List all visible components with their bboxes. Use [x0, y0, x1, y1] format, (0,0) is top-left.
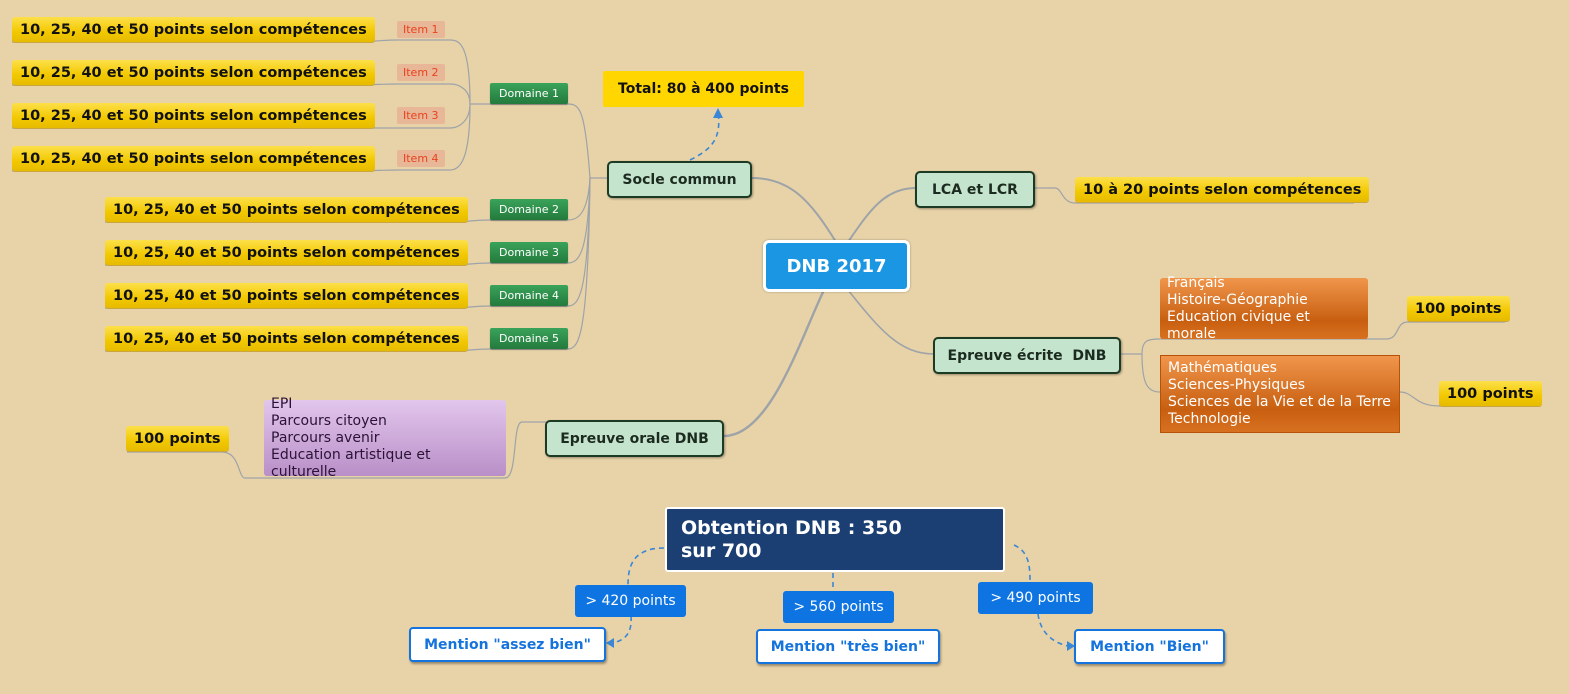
- domaine-5-node[interactable]: Domaine 5: [490, 328, 568, 349]
- item-3-node[interactable]: Item 3: [397, 107, 445, 124]
- domaine-1-node[interactable]: Domaine 1: [490, 83, 568, 104]
- obtention-label: Obtention DNB : 350 sur 700: [681, 516, 902, 562]
- threshold-bien: > 490 points: [978, 582, 1093, 614]
- lca-points-node[interactable]: 10 à 20 points selon compétences: [1075, 177, 1370, 202]
- points-node[interactable]: 10, 25, 40 et 50 points selon compétence…: [105, 197, 468, 222]
- points-node[interactable]: 10, 25, 40 et 50 points selon compétence…: [12, 17, 375, 42]
- epreuve-ecrite-node[interactable]: Epreuve écrite DNB: [933, 337, 1121, 374]
- points-node[interactable]: 10, 25, 40 et 50 points selon compétence…: [12, 146, 375, 171]
- epreuve-orale-node[interactable]: Epreuve orale DNB: [545, 420, 724, 457]
- subject-label: Français: [1167, 274, 1225, 291]
- item-2-node[interactable]: Item 2: [397, 64, 445, 81]
- points-label: 10, 25, 40 et 50 points selon compétence…: [113, 201, 460, 218]
- subject-label: Education artistique et culturelle: [271, 446, 431, 480]
- points-label: 10, 25, 40 et 50 points selon compétence…: [113, 244, 460, 261]
- obtention-node[interactable]: Obtention DNB : 350 sur 700: [665, 507, 1005, 572]
- points-label: 10, 25, 40 et 50 points selon compétence…: [113, 330, 460, 347]
- points-label: 100 points: [134, 430, 221, 447]
- subject-label: Histoire-Géographie: [1167, 291, 1308, 308]
- domaine-2-node[interactable]: Domaine 2: [490, 199, 568, 220]
- subjects-group-1[interactable]: Français Histoire-Géographie Education c…: [1160, 274, 1368, 342]
- threshold-assez-bien: > 420 points: [575, 585, 686, 617]
- central-node[interactable]: DNB 2017: [763, 240, 910, 292]
- lca-lcr-node[interactable]: LCA et LCR: [915, 171, 1035, 208]
- subjects-group-2[interactable]: Mathématiques Sciences-Physiques Science…: [1160, 355, 1400, 433]
- points-label: 10, 25, 40 et 50 points selon compétence…: [20, 150, 367, 167]
- subject-label: Technologie: [1168, 411, 1251, 427]
- points-label: 10, 25, 40 et 50 points selon compétence…: [113, 287, 460, 304]
- threshold-tres-bien: > 560 points: [783, 591, 894, 623]
- subject-label: Sciences de la Vie et de la Terre: [1168, 394, 1391, 410]
- subject-label: Parcours avenir: [271, 429, 380, 446]
- orale-points-node[interactable]: 100 points: [126, 426, 229, 451]
- subject-label: Mathématiques: [1168, 360, 1277, 376]
- item-4-node[interactable]: Item 4: [397, 150, 445, 167]
- ecrite-points-node-1[interactable]: 100 points: [1407, 296, 1510, 321]
- subject-label: Sciences-Physiques: [1168, 377, 1306, 393]
- points-node[interactable]: 10, 25, 40 et 50 points selon compétence…: [105, 326, 468, 351]
- points-node[interactable]: 10, 25, 40 et 50 points selon compétence…: [12, 103, 375, 128]
- subject-label: Education civique et morale: [1167, 308, 1310, 342]
- points-node[interactable]: 10, 25, 40 et 50 points selon compétence…: [105, 240, 468, 265]
- mention-tres-bien-node[interactable]: Mention "très bien": [756, 629, 940, 664]
- orale-subjects-node[interactable]: EPI Parcours citoyen Parcours avenir Edu…: [264, 396, 506, 480]
- socle-commun-node[interactable]: Socle commun: [607, 161, 752, 198]
- total-node[interactable]: Total: 80 à 400 points: [603, 71, 804, 107]
- domaine-3-node[interactable]: Domaine 3: [490, 242, 568, 263]
- points-node[interactable]: 10, 25, 40 et 50 points selon compétence…: [105, 283, 468, 308]
- mention-assez-bien-node[interactable]: Mention "assez bien": [409, 627, 606, 662]
- points-label: 100 points: [1447, 385, 1534, 402]
- points-label: 10, 25, 40 et 50 points selon compétence…: [20, 107, 367, 124]
- points-label: 100 points: [1415, 300, 1502, 317]
- points-label: 10, 25, 40 et 50 points selon compétence…: [20, 64, 367, 81]
- item-1-node[interactable]: Item 1: [397, 21, 445, 38]
- points-label: 10 à 20 points selon compétences: [1083, 181, 1362, 198]
- mention-bien-node[interactable]: Mention "Bien": [1074, 629, 1225, 664]
- ecrite-points-node-2[interactable]: 100 points: [1439, 381, 1542, 406]
- points-label: 10, 25, 40 et 50 points selon compétence…: [20, 21, 367, 38]
- subject-label: EPI: [271, 395, 293, 412]
- domaine-4-node[interactable]: Domaine 4: [490, 285, 568, 306]
- points-node[interactable]: 10, 25, 40 et 50 points selon compétence…: [12, 60, 375, 85]
- subject-label: Parcours citoyen: [271, 412, 387, 429]
